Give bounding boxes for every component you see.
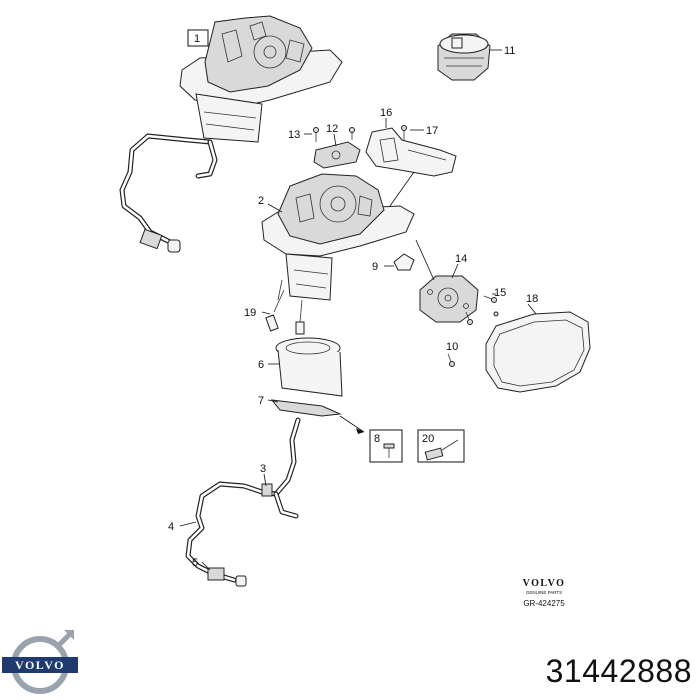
callout-3: 3 bbox=[260, 463, 266, 475]
stamp-subtitle: GENUINE PARTS bbox=[526, 590, 562, 595]
callout-12: 12 bbox=[326, 123, 338, 135]
callout-1-box bbox=[187, 29, 209, 47]
stamp-brand: VOLVO bbox=[523, 578, 566, 589]
callout-1: 1 bbox=[194, 33, 200, 45]
callout-18: 18 bbox=[526, 293, 538, 305]
part-15-screw bbox=[483, 295, 497, 303]
part-18-mirror-glass bbox=[485, 311, 591, 393]
part-6-cover bbox=[275, 337, 343, 397]
callout-2: 2 bbox=[258, 195, 264, 207]
part-17-screw bbox=[401, 125, 407, 140]
part-16-light-housing bbox=[365, 127, 457, 177]
callout-19: 19 bbox=[244, 307, 256, 319]
part-1-housing-assembly bbox=[179, 15, 343, 143]
brand-stamp: VOLVO GENUINE PARTS GR-424275 bbox=[523, 578, 566, 608]
callout-4: 4 bbox=[168, 521, 174, 533]
upper-wire-harness bbox=[119, 133, 218, 253]
part-13-screw bbox=[313, 127, 355, 142]
part-19-bolts bbox=[265, 279, 305, 335]
callout-14: 14 bbox=[455, 253, 467, 265]
lower-wire-harness bbox=[185, 417, 301, 587]
part-20-connector bbox=[424, 439, 459, 461]
part-8-screw bbox=[383, 443, 395, 458]
part-7-gasket bbox=[270, 399, 342, 417]
callout-16: 16 bbox=[380, 107, 392, 119]
logo-text: VOLVO bbox=[15, 658, 65, 672]
callout-7: 7 bbox=[258, 395, 264, 407]
callout-5: 5 bbox=[192, 557, 198, 569]
part-10-screw bbox=[447, 311, 473, 367]
callout-13: 13 bbox=[288, 129, 300, 141]
callout-8: 8 bbox=[374, 433, 380, 445]
volvo-logo: VOLVO bbox=[2, 630, 78, 694]
part-11-motor-unit bbox=[437, 33, 491, 81]
stamp-code: GR-424275 bbox=[523, 599, 565, 608]
callout-20: 20 bbox=[422, 433, 434, 445]
part-number: 31442888 bbox=[545, 653, 692, 689]
callout-10: 10 bbox=[446, 341, 458, 353]
callout-6: 6 bbox=[258, 359, 264, 371]
part-8-box bbox=[369, 429, 403, 463]
part-14-adjuster-motor bbox=[419, 275, 479, 323]
callout-9: 9 bbox=[372, 261, 378, 273]
part-2-main-housing bbox=[261, 173, 415, 301]
callout-17: 17 bbox=[426, 125, 438, 137]
callout-15: 15 bbox=[494, 287, 506, 299]
part-9-clip bbox=[393, 253, 415, 271]
callout-11: 11 bbox=[504, 45, 515, 57]
part-12-bracket bbox=[313, 141, 361, 169]
